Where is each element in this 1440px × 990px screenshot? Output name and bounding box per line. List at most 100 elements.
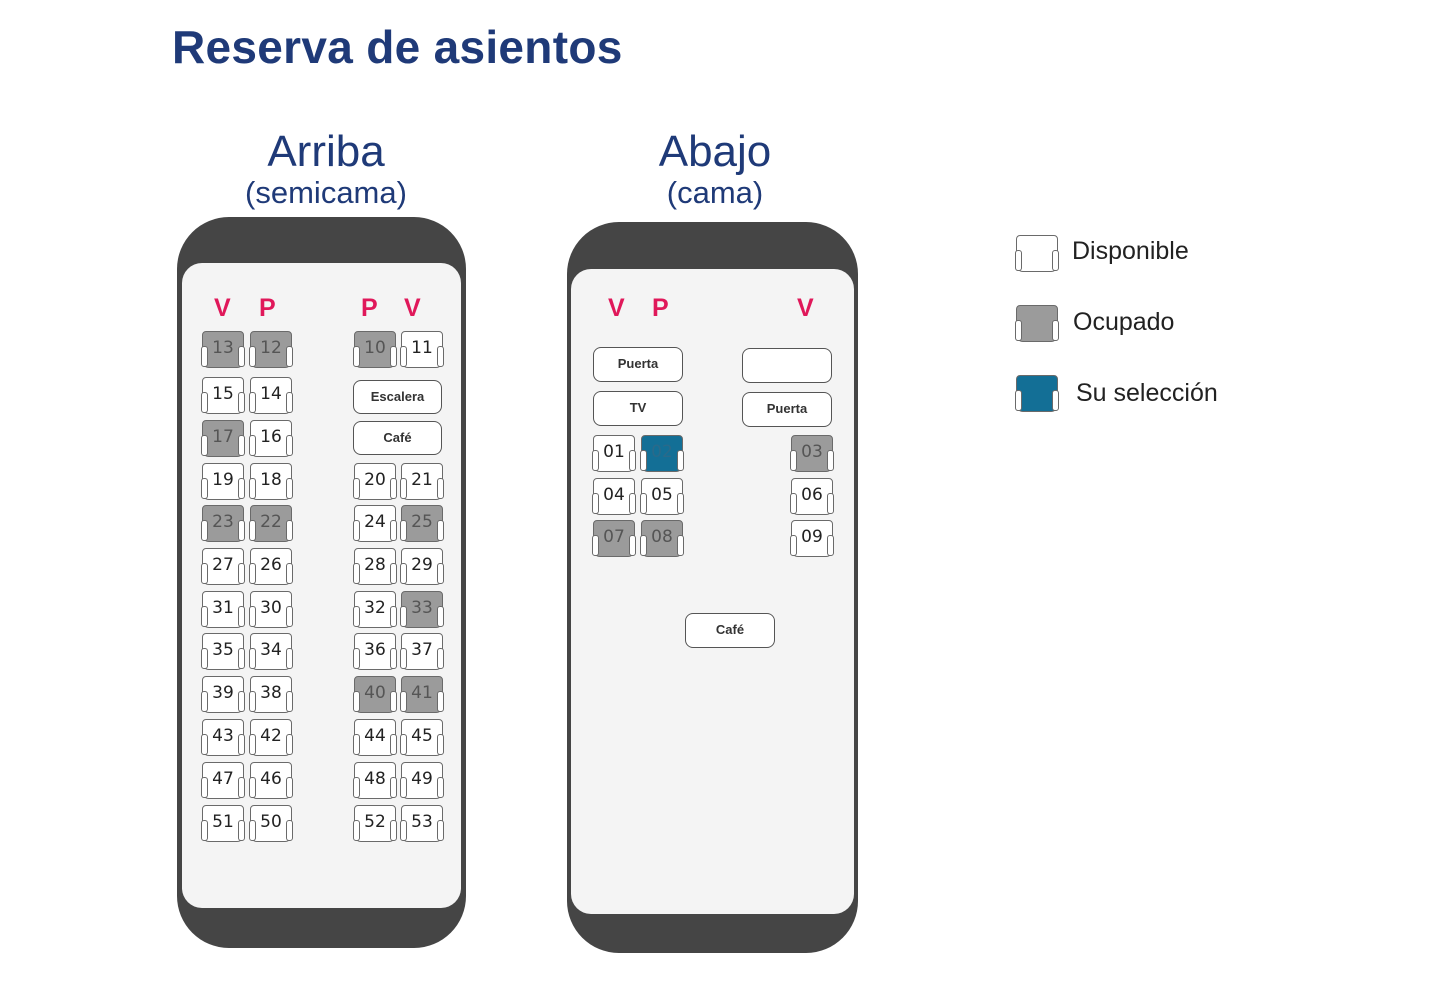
seat-46[interactable]: 46 [249, 762, 293, 799]
seat-12[interactable]: 12 [249, 331, 293, 368]
seat-number: 23 [212, 512, 234, 532]
seat-number: 18 [260, 470, 282, 490]
seat-number: 37 [411, 640, 433, 660]
seat-11[interactable]: 11 [400, 331, 444, 368]
seat-47[interactable]: 47 [201, 762, 245, 799]
seat-40[interactable]: 40 [353, 676, 397, 713]
seat-number: 25 [411, 512, 433, 532]
legend-seat-available-icon [1015, 235, 1059, 272]
seat-30[interactable]: 30 [249, 591, 293, 628]
seat-39[interactable]: 39 [201, 676, 245, 713]
tv-label: TV [593, 391, 683, 426]
seat-number: 45 [411, 726, 433, 746]
door-label-left: Puerta [593, 347, 683, 382]
lower-deck-title: Abajo [658, 127, 772, 176]
seat-37[interactable]: 37 [400, 633, 444, 670]
seat-38[interactable]: 38 [249, 676, 293, 713]
seat-34[interactable]: 34 [249, 633, 293, 670]
seat-25[interactable]: 25 [400, 505, 444, 542]
seat-45[interactable]: 45 [400, 719, 444, 756]
seat-number: 12 [260, 338, 282, 358]
seat-number: 34 [260, 640, 282, 660]
seat-28[interactable]: 28 [353, 548, 397, 585]
seat-10[interactable]: 10 [353, 331, 397, 368]
seat-52[interactable]: 52 [353, 805, 397, 842]
seat-06[interactable]: 06 [790, 478, 834, 515]
upper-col-mark-window-right: V [404, 294, 421, 322]
seat-15[interactable]: 15 [201, 377, 245, 414]
seat-03[interactable]: 03 [790, 435, 834, 472]
seat-50[interactable]: 50 [249, 805, 293, 842]
seat-07[interactable]: 07 [592, 520, 636, 557]
seat-08[interactable]: 08 [640, 520, 684, 557]
seat-number: 32 [364, 598, 386, 618]
seat-22[interactable]: 22 [249, 505, 293, 542]
legend-available-label: Disponible [1072, 237, 1189, 265]
seat-16[interactable]: 16 [249, 420, 293, 457]
seat-35[interactable]: 35 [201, 633, 245, 670]
seat-41[interactable]: 41 [400, 676, 444, 713]
seat-number: 48 [364, 769, 386, 789]
seat-31[interactable]: 31 [201, 591, 245, 628]
seat-number: 26 [260, 555, 282, 575]
seat-number: 10 [364, 338, 386, 358]
seat-09[interactable]: 09 [790, 520, 834, 557]
seat-18[interactable]: 18 [249, 463, 293, 500]
seat-26[interactable]: 26 [249, 548, 293, 585]
seat-number: 44 [364, 726, 386, 746]
seat-number: 20 [364, 470, 386, 490]
seat-number: 02 [651, 442, 673, 462]
seat-number: 03 [801, 442, 823, 462]
seat-04[interactable]: 04 [592, 478, 636, 515]
seat-36[interactable]: 36 [353, 633, 397, 670]
seat-number: 39 [212, 683, 234, 703]
seat-13[interactable]: 13 [201, 331, 245, 368]
upper-deck-title: Arriba [267, 127, 385, 176]
seat-53[interactable]: 53 [400, 805, 444, 842]
upper-deck-floor [182, 263, 461, 908]
seat-20[interactable]: 20 [353, 463, 397, 500]
seat-49[interactable]: 49 [400, 762, 444, 799]
seat-number: 40 [364, 683, 386, 703]
upper-col-mark-window-left: V [214, 294, 231, 322]
lower-col-mark-aisle-left: P [652, 294, 669, 322]
seat-51[interactable]: 51 [201, 805, 245, 842]
seat-29[interactable]: 29 [400, 548, 444, 585]
seat-number: 35 [212, 640, 234, 660]
seat-42[interactable]: 42 [249, 719, 293, 756]
seat-number: 30 [260, 598, 282, 618]
seat-14[interactable]: 14 [249, 377, 293, 414]
seat-number: 47 [212, 769, 234, 789]
seat-23[interactable]: 23 [201, 505, 245, 542]
legend-seat-selected-icon [1015, 375, 1059, 412]
seat-number: 07 [603, 527, 625, 547]
seat-number: 13 [212, 338, 234, 358]
seat-27[interactable]: 27 [201, 548, 245, 585]
seat-number: 04 [603, 485, 625, 505]
seat-number: 36 [364, 640, 386, 660]
seat-02[interactable]: 02 [640, 435, 684, 472]
seat-17[interactable]: 17 [201, 420, 245, 457]
lower-col-mark-window-right: V [797, 294, 814, 322]
seat-number: 21 [411, 470, 433, 490]
seat-19[interactable]: 19 [201, 463, 245, 500]
seat-number: 27 [212, 555, 234, 575]
upper-col-mark-aisle-left: P [259, 294, 276, 322]
seat-44[interactable]: 44 [353, 719, 397, 756]
seat-21[interactable]: 21 [400, 463, 444, 500]
lower-deck-subtitle: (cama) [666, 175, 764, 210]
seat-33[interactable]: 33 [400, 591, 444, 628]
seat-32[interactable]: 32 [353, 591, 397, 628]
seat-43[interactable]: 43 [201, 719, 245, 756]
seat-24[interactable]: 24 [353, 505, 397, 542]
seat-number: 15 [212, 384, 234, 404]
seat-01[interactable]: 01 [592, 435, 636, 472]
seat-number: 50 [260, 812, 282, 832]
seat-48[interactable]: 48 [353, 762, 397, 799]
legend-selected-label: Su selección [1076, 379, 1218, 407]
seat-number: 51 [212, 812, 234, 832]
seat-05[interactable]: 05 [640, 478, 684, 515]
seat-number: 11 [411, 338, 433, 358]
seat-number: 22 [260, 512, 282, 532]
seat-number: 38 [260, 683, 282, 703]
